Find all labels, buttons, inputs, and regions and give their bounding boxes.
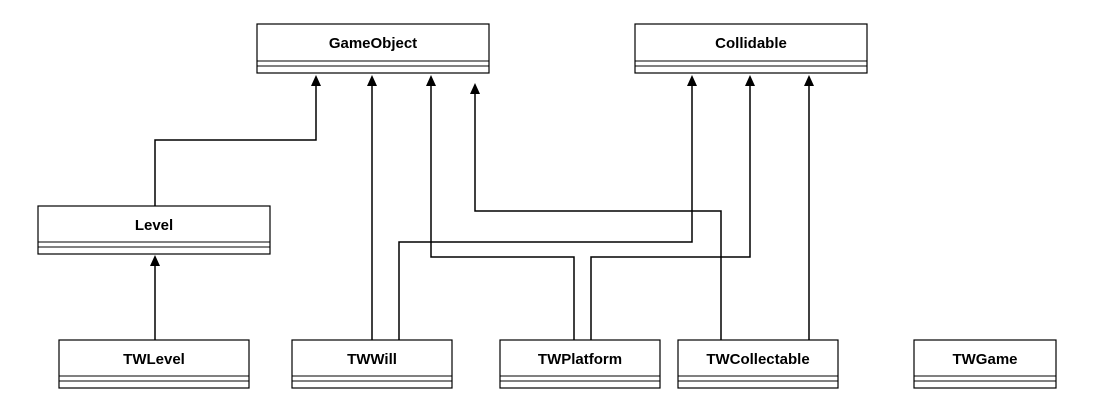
arrowhead-twcollectable-collidable [804,75,814,86]
class-gameobject: GameObject [256,23,490,74]
class-collidable: Collidable [634,23,868,74]
edge-twwill-collidable [398,84,693,340]
class-name-twcollectable: TWCollectable [706,351,809,368]
class-name-level: Level [135,217,173,234]
arrowhead-level-gameobject [311,75,321,86]
class-level: Level [37,205,271,255]
arrowhead-twplatform-collidable [745,75,755,86]
edge-twcollectable-gameobject [474,92,722,340]
class-twcollectable: TWCollectable [677,339,839,389]
class-name-twlevel: TWLevel [123,351,185,368]
arrowhead-twcollectable-gameobject [470,83,480,94]
arrowhead-twwill-collidable [687,75,697,86]
edge-level-gameobject [154,84,317,206]
arrowhead-twwill-gameobject [367,75,377,86]
class-name-twgame: TWGame [952,351,1017,368]
arrowhead-twplatform-gameobject [426,75,436,86]
arrowhead-twlevel-level [150,255,160,266]
class-twwill: TWWill [291,339,453,389]
class-name-collidable: Collidable [715,35,787,52]
class-twgame: TWGame [913,339,1057,389]
edge-twplatform-collidable [590,84,751,340]
inheritance-edges [150,75,814,340]
class-twlevel: TWLevel [58,339,250,389]
class-name-twplatform: TWPlatform [538,351,622,368]
class-name-gameobject: GameObject [329,35,417,52]
class-name-twwill: TWWill [347,351,397,368]
edge-twplatform-gameobject [430,84,575,340]
class-twplatform: TWPlatform [499,339,661,389]
